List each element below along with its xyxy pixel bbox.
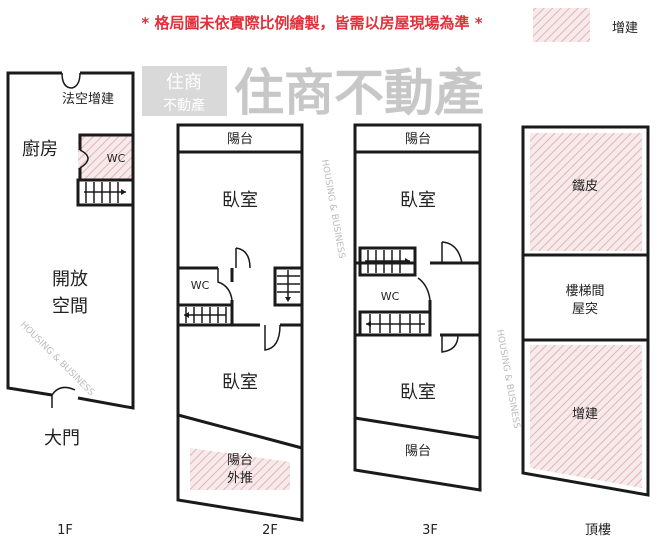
room-bedroom-1: 臥室 xyxy=(400,190,436,211)
watermark-logo-top: 住商 xyxy=(166,72,202,93)
room-stairwell-2: 屋突 xyxy=(572,301,598,317)
watermark-diagonal-3: HOUSING & BUSINESS xyxy=(494,329,521,430)
watermark: 住商 不動產 住商不動產 HOUSING & BUSINESS HOUSING … xyxy=(18,64,521,430)
room-open-1: 開放 xyxy=(52,269,88,290)
scale-notice: * 格局圖未依實際比例繪製，皆需以房屋現場為準 * xyxy=(141,14,482,32)
floor-label-1f: 1F xyxy=(57,523,73,538)
room-balcony: 陽台 xyxy=(227,132,253,147)
room-open-2: 空間 xyxy=(52,296,88,317)
room-iron-sheet: 鐵皮 xyxy=(572,178,598,194)
room-kitchen: 廚房 xyxy=(22,138,58,160)
floor-label-3f: 3F xyxy=(422,523,438,538)
room-addition: 增建 xyxy=(572,407,598,422)
room-balcony-top: 陽台 xyxy=(405,132,431,147)
floor-roof: 鐵皮 樓梯間 屋突 增建 頂樓 xyxy=(521,125,650,538)
room-balcony-bottom: 陽台 xyxy=(405,444,431,459)
room-stairwell-1: 樓梯間 xyxy=(565,284,604,299)
watermark-logo-bottom: 不動產 xyxy=(163,97,205,114)
watermark-diagonal-1: HOUSING & BUSINESS xyxy=(18,320,96,398)
watermark-logo-box xyxy=(142,66,227,116)
room-balcony-extended-1: 陽台 xyxy=(227,453,253,468)
legend-hatch-swatch xyxy=(533,8,590,42)
room-wc: WC xyxy=(381,290,400,303)
room-wc: WC xyxy=(191,279,210,292)
room-bedroom-2: 臥室 xyxy=(400,382,436,403)
floor-label-2f: 2F xyxy=(262,523,278,538)
room-wc: WC xyxy=(107,152,126,165)
room-addition: 法空增建 xyxy=(62,92,114,107)
floor-label-roof: 頂樓 xyxy=(585,523,611,538)
room-bedroom-1: 臥室 xyxy=(222,190,258,211)
watermark-diagonal-2: HOUSING & BUSINESS xyxy=(319,159,346,260)
watermark-text: 住商不動產 xyxy=(234,64,484,122)
room-balcony-extended-2: 外推 xyxy=(227,471,253,486)
floor-1f: 法空增建 廚房 WC 開放 空間 大門 1F xyxy=(6,71,135,538)
floor-2f: 陽台 臥室 WC 臥室 陽台 外推 2F xyxy=(176,123,304,538)
legend-label: 增建 xyxy=(612,21,638,36)
main-door-label: 大門 xyxy=(44,428,80,449)
floor-3f: 陽台 臥室 WC 臥室 陽台 3F xyxy=(353,123,482,538)
room-bedroom-2: 臥室 xyxy=(222,372,258,393)
